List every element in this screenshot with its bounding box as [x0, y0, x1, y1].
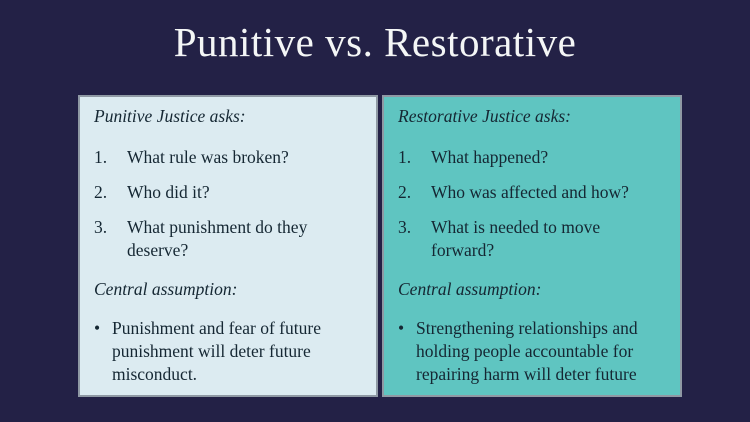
bullet-icon: •	[94, 318, 101, 338]
list-number: 3.	[94, 217, 108, 237]
list-item-text: What punishment do they deserve?	[127, 217, 308, 260]
list-item: 3. What punishment do they deserve?	[94, 216, 362, 262]
list-item: 1. What rule was broken?	[94, 146, 362, 169]
list-item: 2. Who was affected and how?	[398, 181, 666, 204]
list-number: 2.	[94, 182, 108, 202]
list-item: 2. Who did it?	[94, 181, 362, 204]
list-item-text: What happened?	[431, 147, 549, 167]
punitive-assumption-list: • Punishment and fear of future punishme…	[94, 317, 362, 386]
restorative-assumption-heading: Central assumption:	[398, 279, 542, 299]
list-number: 3.	[398, 217, 412, 237]
bullet-icon: •	[398, 318, 405, 338]
comparison-panels: Punitive Justice asks: 1. What rule was …	[78, 95, 682, 397]
list-item-text: Punishment and fear of future punishment…	[112, 318, 321, 384]
list-item: 3. What is needed to move forward?	[398, 216, 666, 262]
list-item-text: Who did it?	[127, 182, 210, 202]
punitive-heading: Punitive Justice asks:	[94, 106, 246, 126]
restorative-panel: Restorative Justice asks: 1. What happen…	[382, 95, 682, 397]
punitive-panel: Punitive Justice asks: 1. What rule was …	[78, 95, 378, 397]
list-item: 1. What happened?	[398, 146, 666, 169]
list-item-text: Who was affected and how?	[431, 182, 629, 202]
list-item-text: Strengthening relationships and holding …	[416, 318, 638, 384]
slide-title: Punitive vs. Restorative	[173, 19, 577, 65]
list-number: 2.	[398, 182, 412, 202]
list-item: • Strengthening relationships and holdin…	[398, 317, 666, 386]
list-item: • Punishment and fear of future punishme…	[94, 317, 362, 386]
list-number: 1.	[94, 147, 108, 167]
restorative-questions-list: 1. What happened? 2. Who was affected an…	[398, 146, 666, 262]
list-item-text: What is needed to move forward?	[431, 217, 601, 260]
restorative-assumption-list: • Strengthening relationships and holdin…	[398, 317, 666, 386]
punitive-assumption-heading: Central assumption:	[94, 279, 238, 299]
restorative-heading: Restorative Justice asks:	[398, 106, 572, 126]
punitive-questions-list: 1. What rule was broken? 2. Who did it? …	[94, 146, 362, 262]
list-item-text: What rule was broken?	[127, 147, 289, 167]
list-number: 1.	[398, 147, 412, 167]
